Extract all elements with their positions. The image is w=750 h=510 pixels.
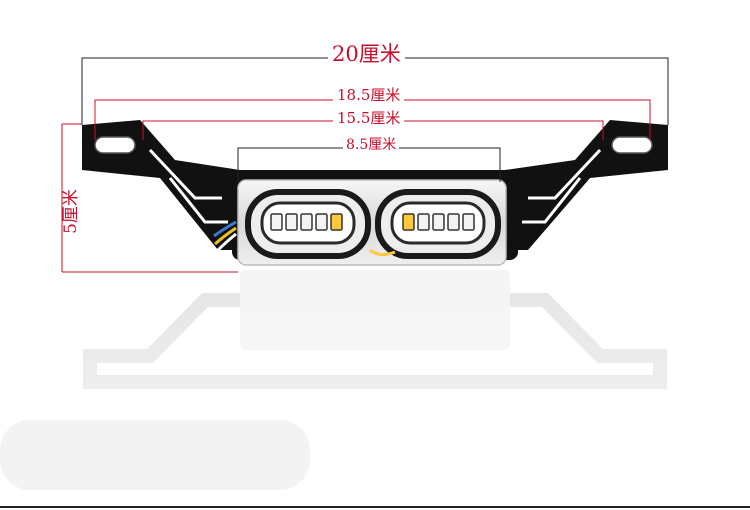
led-chip — [432, 213, 445, 231]
wires — [213, 220, 237, 254]
led-row-right — [402, 213, 475, 231]
dimension-hole-span-inner: 15.5厘米 — [333, 111, 405, 126]
dimension-height: 5厘米 — [60, 187, 81, 236]
led-chip — [417, 213, 430, 231]
background-shadow — [0, 420, 310, 490]
led-chip — [402, 213, 415, 231]
led-chip — [270, 213, 283, 231]
led-chip — [300, 213, 313, 231]
mounting-hole-right — [611, 136, 653, 154]
led-chip — [285, 213, 298, 231]
led-chip — [315, 213, 328, 231]
led-chip — [330, 213, 343, 231]
dimension-lamp-width: 8.5厘米 — [343, 138, 400, 152]
led-chip — [462, 213, 475, 231]
dimension-overall-width: 20厘米 — [328, 44, 405, 65]
led-row-left — [270, 213, 343, 231]
mounting-hole-left — [94, 136, 136, 154]
led-chip — [447, 213, 460, 231]
bottom-divider — [0, 506, 750, 508]
dimension-hole-span-outer: 18.5厘米 — [333, 88, 405, 103]
